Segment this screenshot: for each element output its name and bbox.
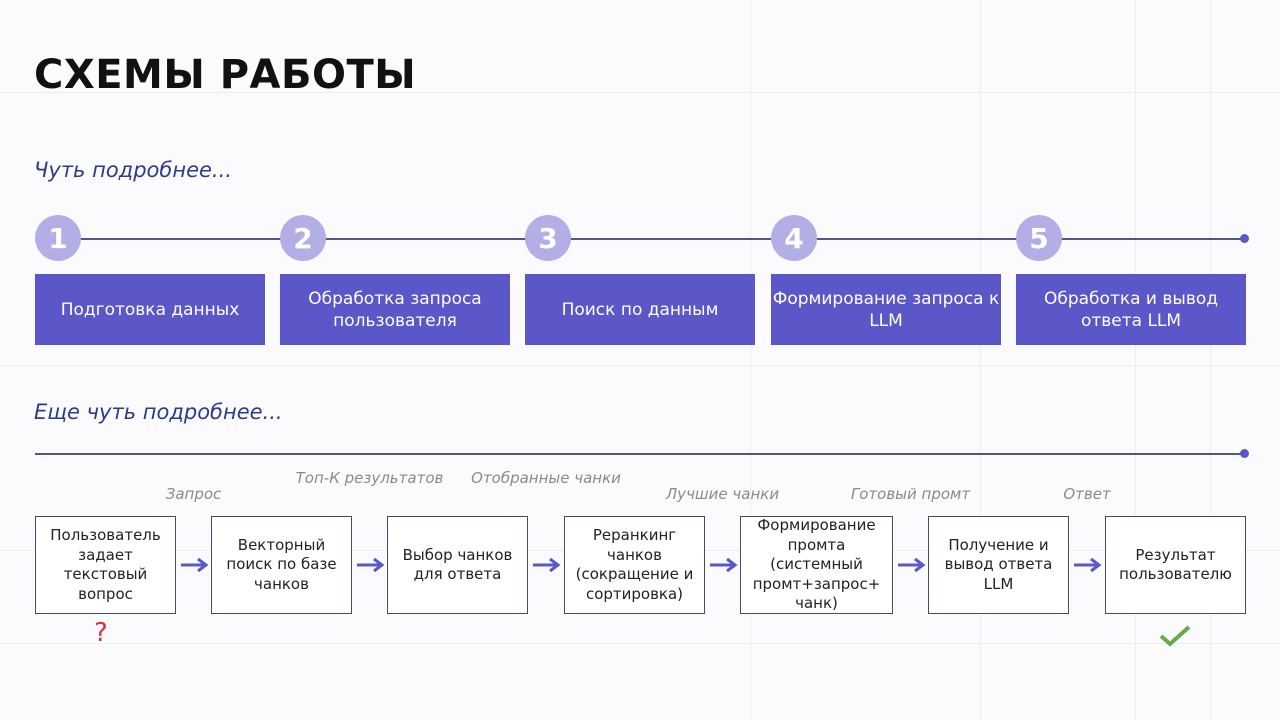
transition-label: Лучшие чанки bbox=[665, 485, 780, 503]
transition-label: Топ-К результатов bbox=[295, 469, 444, 487]
stage-box: Обработка запроса пользователя bbox=[280, 274, 510, 345]
checkmark-icon bbox=[1159, 625, 1191, 647]
flow-step-box: Реранкинг чанков (сокращение и сортировк… bbox=[564, 516, 705, 614]
stage-box: Подготовка данных bbox=[35, 274, 265, 345]
stage-box: Поиск по данным bbox=[525, 274, 755, 345]
arrow-right-icon bbox=[897, 557, 925, 573]
flow-step-box: Выбор чанков для ответа bbox=[387, 516, 528, 614]
divider-line bbox=[35, 453, 1245, 455]
grid-line bbox=[750, 0, 751, 720]
arrow-right-icon bbox=[709, 557, 737, 573]
section-subtitle-2: Еще чуть подробнее... bbox=[34, 400, 283, 424]
divider-end-dot bbox=[1240, 449, 1249, 458]
grid-line bbox=[980, 0, 981, 720]
timeline-line bbox=[58, 238, 1245, 240]
stage-number-circle: 2 bbox=[280, 215, 326, 261]
flow-step-box: Получение и вывод ответа LLM bbox=[928, 516, 1069, 614]
grid-line bbox=[0, 365, 1280, 366]
timeline-end-dot bbox=[1240, 234, 1249, 243]
stage-number-circle: 3 bbox=[525, 215, 571, 261]
stage-number-circle: 4 bbox=[771, 215, 817, 261]
flow-step-box: Пользователь задает текстовый вопрос bbox=[35, 516, 176, 614]
grid-line bbox=[0, 643, 1280, 644]
arrow-right-icon bbox=[533, 557, 561, 573]
transition-label: Готовый промт bbox=[850, 485, 971, 503]
section-subtitle: Чуть подробнее... bbox=[34, 158, 232, 182]
flow-step-box: Векторный поиск по базе чанков bbox=[211, 516, 352, 614]
arrow-right-icon bbox=[1074, 557, 1102, 573]
transition-label: Ответ bbox=[1063, 485, 1111, 503]
stage-number-circle: 5 bbox=[1016, 215, 1062, 261]
flow-step-box: Формирование промта (системный промт+зап… bbox=[740, 516, 893, 614]
arrow-right-icon bbox=[356, 557, 384, 573]
grid-line bbox=[1210, 0, 1211, 720]
page-title: СХЕМЫ РАБОТЫ bbox=[34, 52, 417, 98]
arrow-right-icon bbox=[180, 557, 208, 573]
question-mark-icon: ? bbox=[94, 618, 108, 648]
stage-number-circle: 1 bbox=[35, 215, 81, 261]
flow-step-box: Результат пользователю bbox=[1105, 516, 1246, 614]
stage-box: Обработка и вывод ответа LLM bbox=[1016, 274, 1246, 345]
transition-label: Отобранные чанки bbox=[471, 469, 621, 487]
transition-label: Запрос bbox=[165, 485, 222, 503]
grid-line bbox=[1135, 0, 1136, 720]
stage-box: Формирование запроса к LLM bbox=[771, 274, 1001, 345]
grid-line bbox=[0, 92, 1280, 93]
